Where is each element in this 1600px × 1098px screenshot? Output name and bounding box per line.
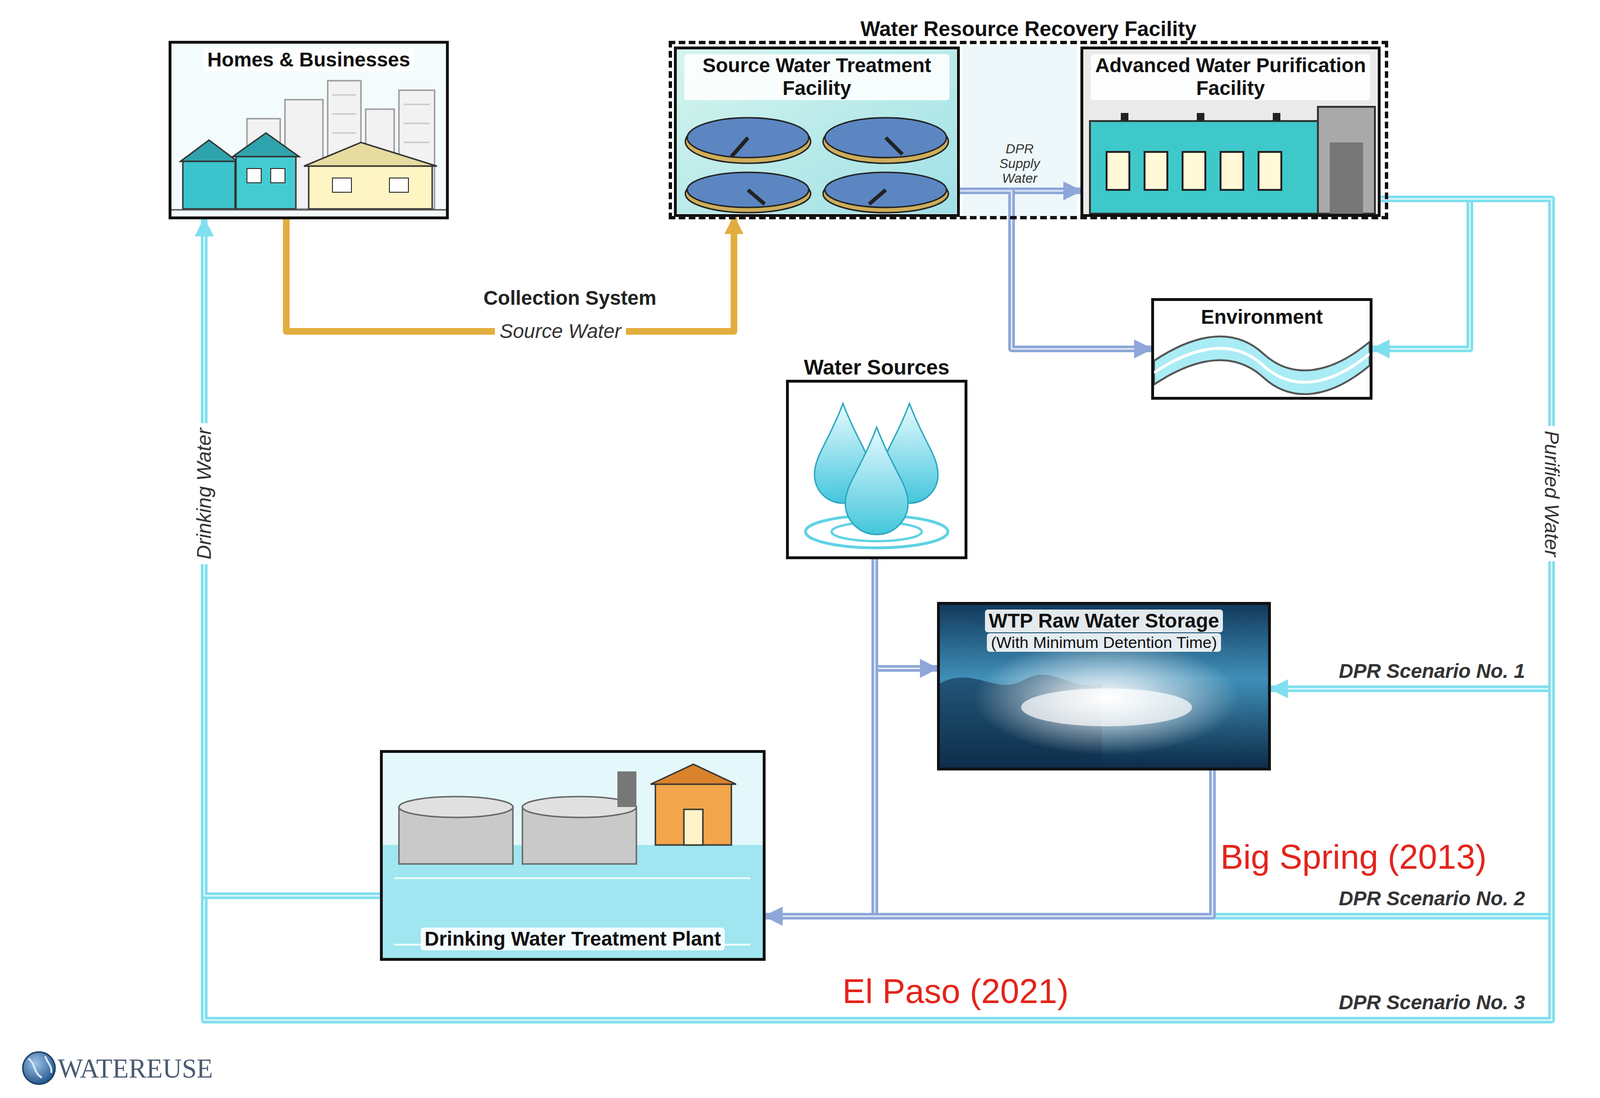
flow-connector	[765, 770, 1213, 917]
node-title: Source Water Treatment Facility	[684, 54, 950, 101]
connector-group	[765, 770, 1213, 917]
water-drops	[805, 403, 948, 549]
connector-group	[1372, 198, 1470, 350]
clarifiers-illustration	[676, 48, 957, 214]
connector-highlight	[782, 559, 875, 917]
connector-group	[765, 198, 1552, 917]
node-title: Environment	[1197, 305, 1327, 329]
node-heading: Water Resource Recovery Facility	[857, 17, 1200, 42]
connector-highlight	[782, 198, 1552, 917]
node-text-group: Environment	[1154, 305, 1370, 329]
reservoir-illustration	[939, 605, 1269, 768]
connector-highlight	[782, 770, 1213, 917]
connector-highlight	[204, 236, 380, 897]
sources-box: Water Sources	[785, 379, 968, 560]
flow-connector	[286, 217, 735, 332]
environment-box: Environment	[1151, 298, 1373, 400]
homes-box: Homes & Businesses	[168, 40, 449, 220]
line-heading: Collection System	[478, 286, 662, 311]
connector-highlight	[204, 198, 1552, 1021]
connector-group	[204, 219, 380, 897]
flow-connector	[765, 198, 1552, 917]
connector-group	[204, 198, 1552, 1021]
logo-globe	[22, 1052, 56, 1085]
facility-boundary: Water Resource Recovery FacilitySource W…	[668, 40, 1389, 220]
plant-box: Drinking Water Treatment Plant	[379, 750, 766, 962]
treatment-plant-illustration	[382, 753, 763, 959]
node-text-group: Source Water Treatment Facility	[676, 54, 957, 101]
node-title: WTP Raw Water Storage	[984, 609, 1223, 633]
annotation: Big Spring (2013)	[1215, 837, 1492, 878]
storage-box: WTP Raw Water Storage(With Minimum Deten…	[937, 602, 1271, 771]
node-text-group: Homes & Businesses	[171, 48, 446, 72]
logo-wordmark: WATEREUSE	[53, 1053, 218, 1086]
purification-building	[1082, 48, 1378, 214]
connector-group	[874, 559, 938, 669]
flow-connector	[204, 198, 1552, 1021]
connector-highlight	[1380, 198, 1470, 350]
flow-connector	[204, 219, 380, 897]
homes-illustration	[171, 43, 446, 217]
connector-label: DPR Scenario No. 3	[1334, 991, 1530, 1015]
connector-group	[1270, 198, 1552, 690]
river-illustration	[1154, 336, 1370, 395]
purification-box: Advanced Water Purification Facility	[1080, 46, 1381, 218]
node-subtext: (With Minimum Detention Time)	[986, 633, 1221, 653]
connector-label: DPR Supply Water	[979, 141, 1061, 187]
connector-label: DPR Scenario No. 1	[1334, 659, 1530, 684]
connector-group	[286, 217, 735, 332]
flow-connector	[1372, 198, 1470, 350]
treatment-box: Source Water Treatment Facility	[673, 46, 960, 218]
connector-label: Drinking Water	[192, 423, 217, 565]
node-text-group: Advanced Water Purification Facility	[1083, 54, 1378, 101]
node-title: Advanced Water Purification Facility	[1090, 54, 1371, 101]
flow-connector	[1270, 198, 1552, 690]
annotation: El Paso (2021)	[837, 972, 1074, 1012]
node-heading: Water Sources	[801, 355, 953, 380]
flow-connector	[874, 559, 938, 669]
connector-highlight	[874, 559, 920, 669]
connector-label: DPR Scenario No. 2	[1334, 887, 1530, 911]
connector-label: Source Water	[494, 319, 626, 344]
node-text-group: Drinking Water Treatment Plant	[382, 927, 763, 951]
flow-connector	[765, 559, 875, 917]
node-text-group: WTP Raw Water Storage(With Minimum Deten…	[939, 609, 1269, 653]
node-title: Drinking Water Treatment Plant	[420, 927, 725, 951]
connector-highlight	[1287, 198, 1552, 690]
line-label: Purified Water	[1539, 426, 1564, 562]
node-title: Homes & Businesses	[203, 48, 414, 72]
connector-group	[765, 559, 875, 917]
